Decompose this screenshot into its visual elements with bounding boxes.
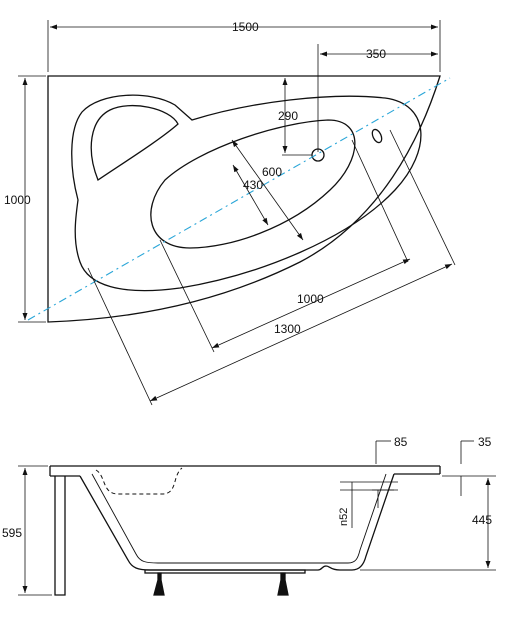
dim-drain-to-back: 290	[278, 109, 298, 123]
dim-total-height: 595	[2, 526, 22, 540]
dim-inner-length: 1000	[297, 292, 324, 306]
overflow-ellipse	[371, 128, 383, 144]
basin-bottom	[150, 119, 356, 249]
dim-drain-height: 445	[472, 513, 492, 527]
dim-outer-length: 1300	[274, 322, 301, 336]
dim-drain-offset: 350	[366, 47, 386, 61]
front-apron	[54, 476, 66, 596]
foot-left-plate	[144, 569, 306, 574]
basin-inner-line	[91, 473, 387, 564]
dim-overall-depth: 1000	[4, 193, 31, 207]
headrest-profile	[95, 467, 183, 495]
plan-dimension-lines	[18, 20, 456, 406]
dim-inner-width: 600	[262, 165, 282, 179]
plan-view	[47, 75, 441, 323]
side-view	[49, 465, 441, 596]
basin-profile	[79, 473, 395, 571]
foot-left	[153, 572, 165, 596]
dim-bottom-width: 430	[243, 178, 263, 192]
headrest	[90, 104, 179, 181]
dim-overflow: n52	[338, 508, 350, 526]
dim-rim-width-edge: 35	[478, 435, 492, 449]
tub-basin-outline	[71, 94, 422, 292]
dim-overall-width: 1500	[232, 20, 259, 34]
dim-rim-width-right: 85	[394, 435, 408, 449]
side-dimension-lines	[18, 440, 496, 596]
foot-right	[277, 572, 289, 596]
